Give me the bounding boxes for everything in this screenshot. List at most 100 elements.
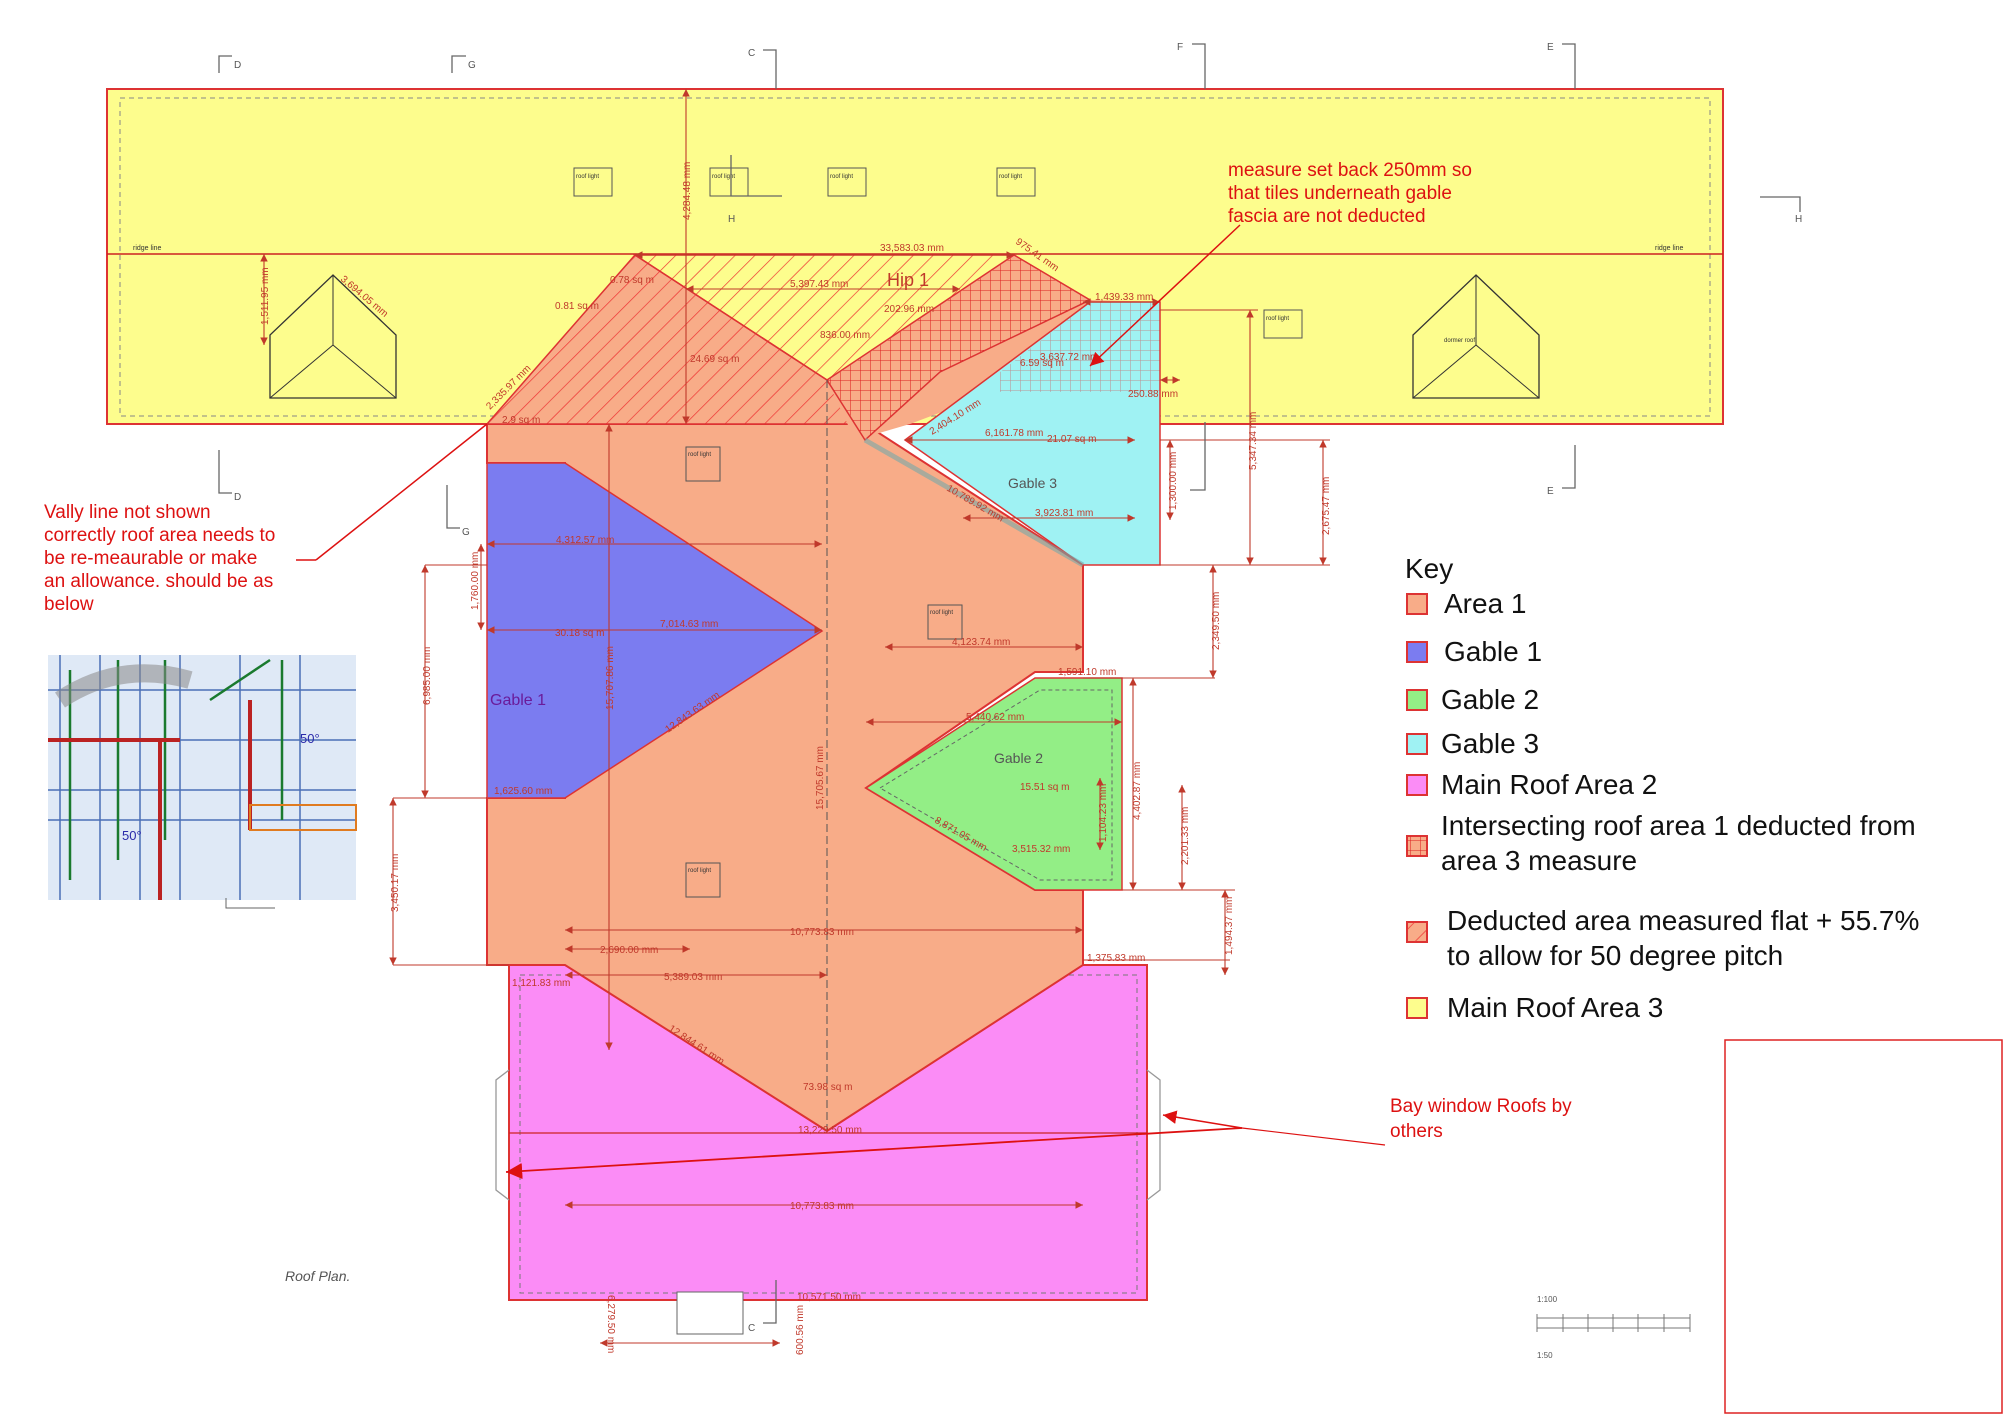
svg-text:4,402.87 mm: 4,402.87 mm bbox=[1132, 762, 1143, 820]
svg-text:250.88 mm: 250.88 mm bbox=[1128, 389, 1178, 400]
svg-text:G: G bbox=[468, 60, 476, 71]
svg-text:Gable 3: Gable 3 bbox=[1441, 728, 1539, 759]
svg-text:10,571.50 mm: 10,571.50 mm bbox=[797, 1292, 861, 1303]
svg-text:Vally line not shown: Vally line not shown bbox=[44, 502, 211, 523]
svg-text:area 3 measure: area 3 measure bbox=[1441, 845, 1637, 876]
legend-item-gable-1: Gable 1 bbox=[1406, 636, 1542, 667]
svg-text:Main Roof Area 3: Main Roof Area 3 bbox=[1447, 992, 1663, 1023]
legend-item-deducted: Deducted area measured flat + 55.7%to al… bbox=[1406, 905, 1919, 971]
svg-text:5,347.34 mm: 5,347.34 mm bbox=[1248, 412, 1259, 470]
svg-text:3,450.17 mm: 3,450.17 mm bbox=[390, 854, 401, 912]
svg-text:15,705.67 mm: 15,705.67 mm bbox=[815, 746, 826, 810]
svg-text:roof light: roof light bbox=[999, 174, 1022, 180]
svg-text:roof light: roof light bbox=[830, 174, 853, 180]
svg-text:correctly roof area needs to: correctly roof area needs to bbox=[44, 525, 275, 546]
svg-text:E: E bbox=[1547, 42, 1554, 53]
svg-text:1,300.00 mm: 1,300.00 mm bbox=[1168, 452, 1179, 510]
legend-key: Key Area 1 Gable 1 Gable 2 Gable 3 Main … bbox=[1405, 553, 1919, 1023]
svg-text:3,923.81 mm: 3,923.81 mm bbox=[1035, 508, 1093, 519]
svg-text:10,773.83 mm: 10,773.83 mm bbox=[790, 927, 854, 938]
svg-text:1,494.37 mm: 1,494.37 mm bbox=[1224, 897, 1235, 955]
svg-text:2,201.33 mm: 2,201.33 mm bbox=[1180, 807, 1191, 865]
svg-text:roof light: roof light bbox=[930, 610, 953, 616]
svg-text:D: D bbox=[234, 492, 241, 503]
legend-item-main-roof-3: Main Roof Area 3 bbox=[1406, 992, 1663, 1023]
svg-text:30.18 sq m: 30.18 sq m bbox=[555, 628, 604, 639]
svg-text:Intersecting roof area 1 deduc: Intersecting roof area 1 deducted from bbox=[1441, 810, 1916, 841]
svg-text:Gable 2: Gable 2 bbox=[1441, 684, 1539, 715]
legend-item-gable-2: Gable 2 bbox=[1406, 684, 1539, 715]
roof-light-4: roof light bbox=[996, 167, 1036, 197]
svg-text:Key: Key bbox=[1405, 553, 1453, 584]
hip-line-right bbox=[826, 964, 1084, 1132]
svg-text:to allow for 50 degree pitch: to allow for 50 degree pitch bbox=[1447, 940, 1783, 971]
svg-text:50°: 50° bbox=[300, 731, 320, 746]
legend-item-intersecting: Intersecting roof area 1 deducted from ar… bbox=[1406, 810, 1916, 876]
svg-text:D: D bbox=[234, 60, 241, 71]
svg-text:6.59 sq m: 6.59 sq m bbox=[1020, 358, 1064, 369]
roof-light-5: roof light bbox=[1263, 309, 1303, 339]
intersecting-roof-grid-overlay bbox=[825, 254, 1092, 442]
svg-text:6,161.78 mm: 6,161.78 mm bbox=[985, 428, 1043, 439]
svg-text:others: others bbox=[1390, 1121, 1443, 1142]
svg-text:202.96 mm: 202.96 mm bbox=[884, 304, 934, 315]
gable-2 bbox=[864, 677, 1123, 891]
gable-3-valley bbox=[863, 437, 1085, 568]
roof-light-2: roof light bbox=[709, 167, 749, 197]
bay-window-note: Bay window Roofs by others bbox=[505, 1096, 1572, 1180]
svg-text:measure set back 250mm so: measure set back 250mm so bbox=[1228, 160, 1472, 181]
svg-text:H: H bbox=[1795, 214, 1802, 225]
svg-text:roof light: roof light bbox=[576, 174, 599, 180]
svg-text:1,760.00 mm: 1,760.00 mm bbox=[470, 552, 481, 610]
svg-text:0.81 sq m: 0.81 sq m bbox=[555, 301, 599, 312]
svg-text:24.69 sq m: 24.69 sq m bbox=[690, 354, 739, 365]
svg-text:1,625.60 mm: 1,625.60 mm bbox=[494, 786, 552, 797]
svg-text:33,583.03 mm: 33,583.03 mm bbox=[880, 243, 944, 254]
svg-text:dormer roof: dormer roof bbox=[1444, 338, 1475, 344]
roof-light-7: roof light bbox=[927, 604, 963, 640]
svg-text:6,279.50 mm: 6,279.50 mm bbox=[605, 1295, 616, 1353]
svg-text:Main Roof Area 2: Main Roof Area 2 bbox=[1441, 769, 1657, 800]
svg-text:Gable 1: Gable 1 bbox=[1444, 636, 1542, 667]
svg-text:15.51 sq m: 15.51 sq m bbox=[1020, 782, 1069, 793]
svg-text:3,515.32 mm: 3,515.32 mm bbox=[1012, 844, 1070, 855]
section-markers bbox=[218, 43, 1801, 1324]
svg-text:600.56 mm: 600.56 mm bbox=[795, 1305, 806, 1355]
svg-text:50°: 50° bbox=[122, 828, 142, 843]
svg-text:be re-meaurable or make: be re-meaurable or make bbox=[44, 548, 257, 569]
svg-text:13,229.50 mm: 13,229.50 mm bbox=[798, 1125, 862, 1136]
section-letters: D G C F E D G E C H H bbox=[234, 42, 1802, 1334]
gable-3-label: Gable 3 bbox=[1008, 475, 1057, 491]
svg-text:roof light: roof light bbox=[688, 452, 711, 458]
svg-text:73.98 sq m: 73.98 sq m bbox=[803, 1082, 852, 1093]
bay-window-left bbox=[495, 1069, 510, 1201]
svg-text:E: E bbox=[1547, 486, 1554, 497]
svg-text:roof light: roof light bbox=[712, 174, 735, 180]
scale-bar: 1:100 1:50 bbox=[1536, 1295, 1691, 1360]
svg-text:5,440.62 mm: 5,440.62 mm bbox=[966, 712, 1024, 723]
svg-text:1:50: 1:50 bbox=[1537, 1351, 1553, 1360]
svg-text:an allowance. should be as: an allowance. should be as bbox=[44, 571, 273, 592]
svg-text:2,690.00 mm: 2,690.00 mm bbox=[600, 945, 658, 956]
svg-text:3,637.72 mm: 3,637.72 mm bbox=[1040, 352, 1098, 363]
gable-2-outline bbox=[879, 689, 1113, 881]
svg-text:4,312.57 mm: 4,312.57 mm bbox=[556, 535, 614, 546]
svg-text:1:100: 1:100 bbox=[1537, 1295, 1558, 1304]
bay-window-right bbox=[1146, 1069, 1161, 1201]
svg-text:that tiles underneath gable: that tiles underneath gable bbox=[1228, 183, 1452, 204]
svg-text:4,284.48 mm: 4,284.48 mm bbox=[682, 162, 693, 220]
title-block-frame bbox=[1724, 1039, 2003, 1414]
roof-light-6: roof light bbox=[685, 446, 721, 482]
svg-text:1,375.83 mm: 1,375.83 mm bbox=[1087, 953, 1145, 964]
svg-text:1,439.33 mm: 1,439.33 mm bbox=[1095, 292, 1153, 303]
setback-note: measure set back 250mm so that tiles und… bbox=[1089, 160, 1472, 367]
svg-text:2.9 sq m: 2.9 sq m bbox=[502, 415, 540, 426]
svg-text:1,511.95 mm: 1,511.95 mm bbox=[260, 267, 271, 325]
valley-detail-inset: 50° 50° bbox=[48, 655, 357, 909]
svg-text:7,014.63 mm: 7,014.63 mm bbox=[660, 619, 718, 630]
roof-light-3: roof light bbox=[827, 167, 867, 197]
hip-1-label: Hip 1 bbox=[887, 270, 929, 290]
svg-text:G: G bbox=[462, 527, 470, 538]
svg-text:1,104.23 mm: 1,104.23 mm bbox=[1098, 784, 1109, 842]
